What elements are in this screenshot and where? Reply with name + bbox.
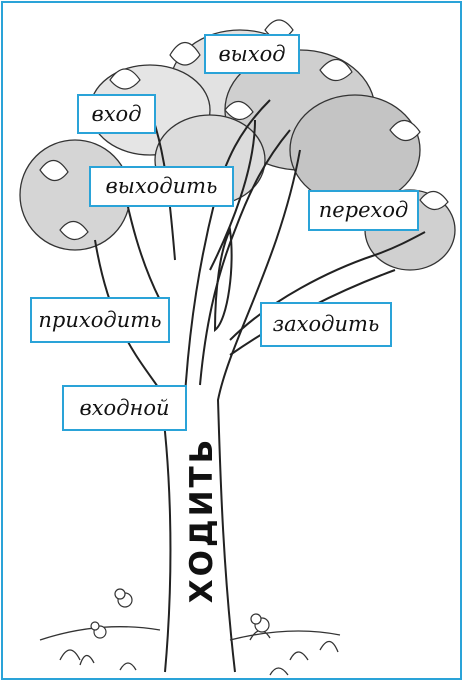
word-box-vyhodit: выходить (89, 166, 234, 207)
root-word-label: ХОДИТЬ (184, 437, 220, 604)
word-box-prihodit: приходить (30, 297, 170, 343)
word-box-perehod: переход (308, 190, 419, 231)
word-box-vhodnoy: входной (62, 385, 187, 431)
word-box-vyhod: выход (204, 34, 300, 74)
flower-icons (91, 589, 269, 638)
ground-grass (40, 627, 340, 675)
word-box-vhod: вход (77, 94, 156, 134)
word-box-zahodit: заходить (260, 302, 392, 347)
